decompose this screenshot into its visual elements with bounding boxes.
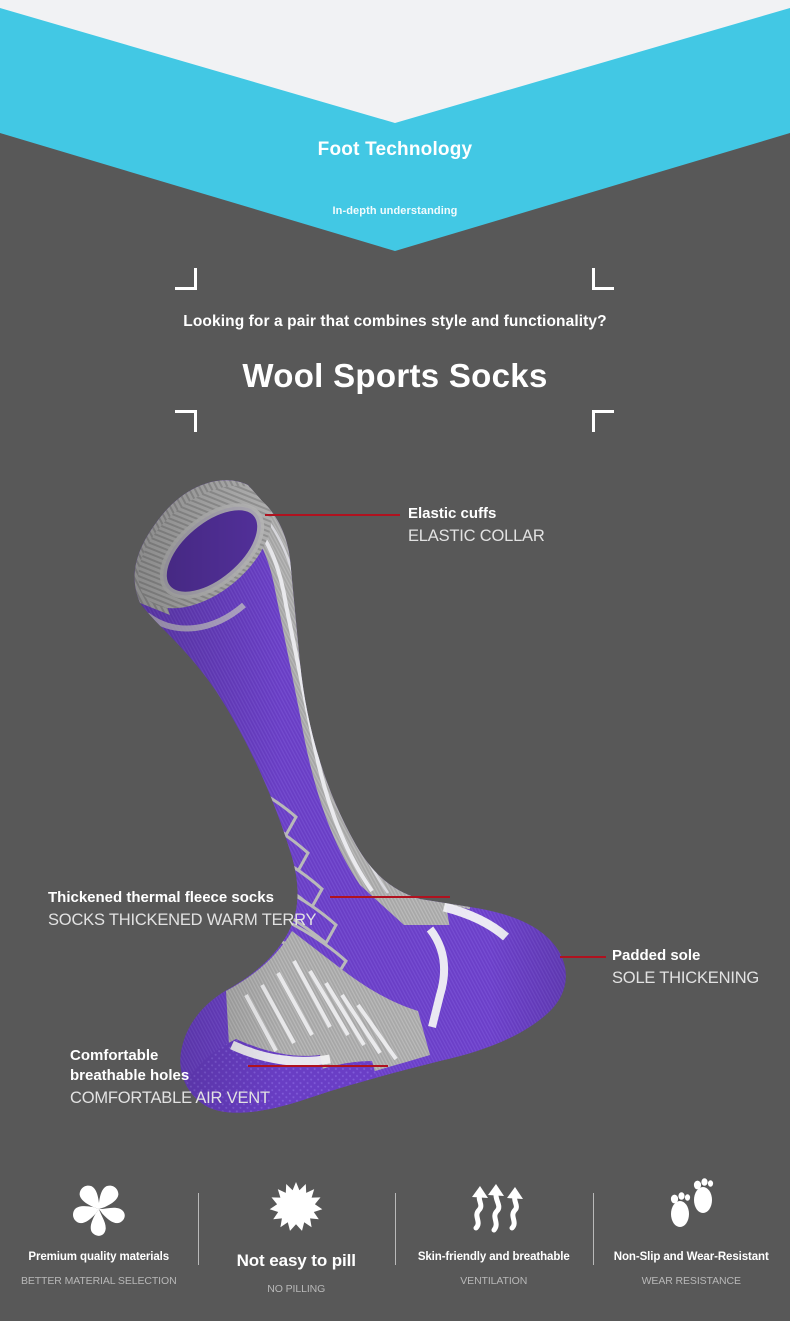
sock-illustration	[134, 480, 566, 1113]
callout-thermal-fleece: Thickened thermal fleece socks SOCKS THI…	[48, 888, 317, 930]
feature-row: Premium quality materials BETTER MATERIA…	[0, 1175, 790, 1321]
feature-breathable: Skin-friendly and breathable VENTILATION	[395, 1175, 593, 1321]
header-banner: Foot Technology In-depth understanding	[0, 0, 790, 252]
page-title: Wool Sports Socks	[242, 357, 548, 394]
feature-non-slip: Non-Slip and Wear-Resistant WEAR RESISTA…	[592, 1175, 790, 1321]
feature-sublabel: BETTER MATERIAL SELECTION	[20, 1275, 177, 1287]
airflow-arrows-icon	[463, 1177, 525, 1239]
starburst-icon	[269, 1177, 323, 1239]
callout-sublabel: SOCKS THICKENED WARM TERRY	[48, 911, 317, 929]
callout-leader-line	[560, 956, 606, 958]
corner-bracket-bottom-right-icon	[592, 410, 614, 432]
flower-petals-icon	[71, 1177, 127, 1239]
callout-label: Padded sole	[612, 947, 701, 964]
product-image-sock	[0, 455, 790, 1155]
header-chevron-graphic	[0, 0, 790, 252]
header-subtitle: In-depth understanding	[332, 205, 458, 217]
feature-label: Not easy to pill	[236, 1251, 356, 1270]
corner-bracket-bottom-left-icon	[175, 410, 197, 432]
feature-label: Skin-friendly and breathable	[417, 1251, 570, 1263]
callout-sublabel: SOLE THICKENING	[612, 969, 760, 987]
feature-not-easy-to-pill: Not easy to pill NO PILLING	[197, 1175, 396, 1321]
feature-sublabel: NO PILLING	[267, 1283, 326, 1295]
callout-label: Elastic cuffs	[408, 505, 497, 522]
callout-label: Comfortable breathable holes	[70, 1047, 190, 1084]
feature-sublabel: VENTILATION	[460, 1275, 528, 1287]
callout-breathable-holes: Comfortable breathable holes COMFORTABLE…	[70, 1046, 270, 1108]
tagline: Looking for a pair that combines style a…	[183, 313, 607, 330]
corner-bracket-top-left-icon	[175, 268, 197, 290]
footprints-icon	[661, 1177, 721, 1239]
title-block: Looking for a pair that combines style a…	[0, 262, 790, 442]
callout-padded-sole: Padded sole SOLE THICKENING	[612, 946, 759, 988]
callout-leader-line	[265, 514, 400, 516]
corner-bracket-top-right-icon	[592, 268, 614, 290]
feature-premium-quality: Premium quality materials BETTER MATERIA…	[0, 1175, 198, 1321]
callout-leader-line	[330, 896, 450, 898]
callout-leader-line	[248, 1065, 388, 1067]
callout-elastic-cuffs: Elastic cuffs ELASTIC COLLAR	[408, 504, 545, 546]
header-title: Foot Technology	[317, 139, 473, 160]
callout-sublabel: ELASTIC COLLAR	[408, 527, 545, 545]
callout-label: Thickened thermal fleece socks	[48, 889, 274, 906]
callout-sublabel: COMFORTABLE AIR VENT	[70, 1089, 270, 1107]
feature-sublabel: WEAR RESISTANCE	[641, 1275, 741, 1287]
feature-label: Premium quality materials	[28, 1251, 170, 1263]
feature-label: Non-Slip and Wear-Resistant	[613, 1251, 769, 1263]
